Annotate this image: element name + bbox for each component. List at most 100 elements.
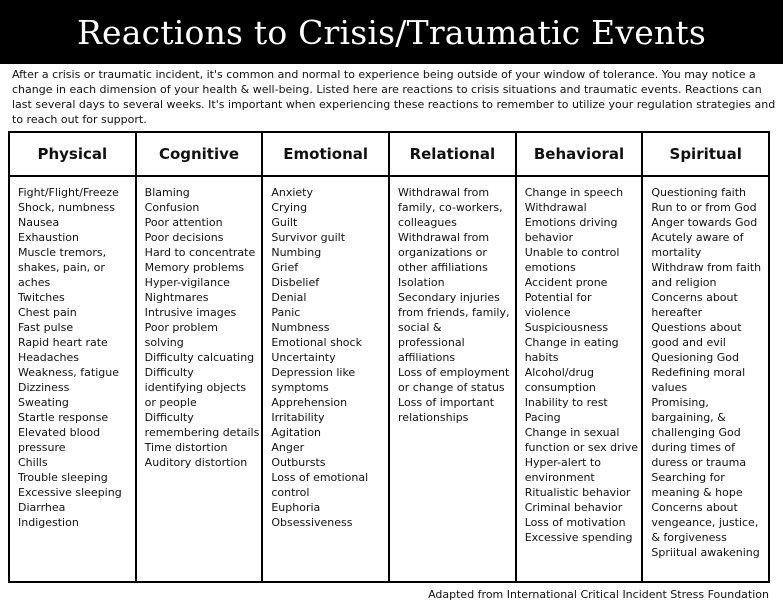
reaction-item: Withdrawal from	[398, 186, 490, 199]
column-heading: Relational	[390, 133, 515, 177]
reaction-item: Nausea	[18, 216, 60, 229]
reaction-item: relationships	[398, 411, 469, 424]
column-heading: Physical	[10, 133, 135, 177]
reaction-item: Inability to rest	[524, 396, 608, 409]
reaction-item: from friends, family,	[398, 306, 510, 319]
reaction-item: identifying objects	[144, 381, 247, 394]
reaction-item: Spriitual awakening	[651, 546, 760, 559]
reaction-item: Grief	[271, 261, 299, 274]
source-credit: Adapted from International Critical Inci…	[428, 588, 769, 601]
reaction-item: emotions	[524, 261, 576, 274]
reaction-item: Blaming	[144, 186, 190, 199]
intro-line: support.	[100, 113, 147, 126]
reaction-item: values	[651, 381, 688, 394]
reaction-item: Loss of employment	[398, 366, 510, 379]
reaction-item: Chills	[18, 456, 48, 469]
reaction-item: Searching for	[651, 471, 725, 484]
reaction-item: or change of status	[398, 381, 505, 394]
reaction-item: Guilt	[271, 216, 298, 229]
reaction-item: Run to or from God	[651, 201, 757, 214]
reaction-item: Loss of emotional	[271, 471, 369, 484]
reaction-item: function or sex drive	[524, 441, 639, 454]
reaction-item: professional	[398, 336, 465, 349]
reaction-item: Change in eating	[524, 336, 619, 349]
reaction-item: other affiliations	[398, 261, 488, 274]
reaction-item: Unable to control	[524, 246, 620, 259]
reaction-item: Emotional shock	[271, 336, 362, 349]
reaction-item: family, co-workers,	[398, 201, 503, 214]
reaction-item: Twitches	[18, 291, 65, 304]
reaction-item: Denial	[271, 291, 307, 304]
reaction-item: Pacing	[524, 411, 561, 424]
reaction-item: Quesioning God	[651, 351, 739, 364]
reaction-item: Confusion	[144, 201, 200, 214]
reaction-item: control	[271, 486, 310, 499]
reaction-item: Hyper-vigilance	[144, 276, 230, 289]
reaction-item: Apprehension	[271, 396, 348, 409]
reaction-item: Weakness, fatigue	[18, 366, 120, 379]
reaction-item: Numbing	[271, 246, 322, 259]
reaction-item: affiliations	[398, 351, 456, 364]
reaction-item: Auditory distortion	[144, 456, 248, 469]
reaction-item: Promising,	[651, 396, 709, 409]
reaction-item: organizations or	[398, 246, 487, 259]
reaction-item: Hard to concentrate	[144, 246, 256, 259]
reaction-item: bargaining, &	[651, 411, 726, 424]
reaction-item: Exhaustion	[18, 231, 79, 244]
reaction-item: Time distortion	[144, 441, 228, 454]
reaction-item: Potential for	[524, 291, 592, 304]
reaction-item: social &	[398, 321, 442, 334]
reaction-item: Hyper-alert to	[524, 456, 601, 469]
reaction-item: Loss of motivation	[524, 516, 626, 529]
reaction-item: Poor problem	[144, 321, 218, 334]
reaction-item: environment	[524, 471, 595, 484]
reaction-item: Acutely aware of	[651, 231, 744, 244]
reaction-item: Suspiciousness	[524, 321, 609, 334]
reaction-item: Withdraw from faith	[651, 261, 762, 274]
reaction-item: shakes, pain, or	[18, 261, 105, 274]
reaction-item: Anger towards God	[651, 216, 758, 229]
reaction-item: Excessive spending	[524, 531, 633, 544]
reaction-item: Isolation	[398, 276, 445, 289]
reaction-item: habits	[524, 351, 559, 364]
column-heading: Emotional	[263, 133, 389, 177]
reaction-item: Criminal behavior	[524, 501, 623, 514]
reaction-item: Concerns about	[651, 501, 738, 514]
reaction-item: or people	[144, 396, 197, 409]
reaction-item: Diarrhea	[18, 501, 66, 514]
reaction-item: Difficulty calcuating	[144, 351, 255, 364]
reaction-item: Difficulty	[144, 366, 194, 379]
column-heading: Cognitive	[136, 133, 262, 177]
reaction-item: Concerns about	[651, 291, 738, 304]
reaction-item: Anxiety	[271, 186, 313, 199]
reaction-item: Chest pain	[18, 306, 77, 319]
page-title: Reactions to Crisis/Traumatic Events	[76, 12, 706, 52]
reaction-item: Outbursts	[271, 456, 326, 469]
reaction-item: hereafter	[651, 306, 703, 319]
reaction-item: violence	[524, 306, 571, 319]
reaction-item: Anger	[271, 441, 305, 454]
reaction-item: Euphoria	[271, 501, 321, 514]
reaction-item: Uncertainty	[271, 351, 336, 364]
reaction-item: Crying	[271, 201, 308, 214]
reaction-item: Elevated blood	[18, 426, 101, 439]
intro-line: in each dimension of your health & well-…	[12, 83, 762, 111]
reaction-item: Alcohol/drug	[524, 366, 594, 379]
reaction-item: Disbelief	[271, 276, 320, 289]
column-heading: Spiritual	[643, 133, 769, 177]
reaction-item: Trouble sleeping	[18, 471, 108, 484]
reaction-item: Difficulty	[144, 411, 194, 424]
reaction-item: Rapid heart rate	[18, 336, 108, 349]
reaction-item: Withdrawal	[524, 201, 587, 214]
reaction-item: mortality	[651, 246, 702, 259]
reaction-item: Poor decisions	[144, 231, 224, 244]
reaction-item: Dizziness	[18, 381, 70, 394]
reaction-item: Change in sexual	[524, 426, 620, 439]
reaction-item: colleagues	[398, 216, 457, 229]
